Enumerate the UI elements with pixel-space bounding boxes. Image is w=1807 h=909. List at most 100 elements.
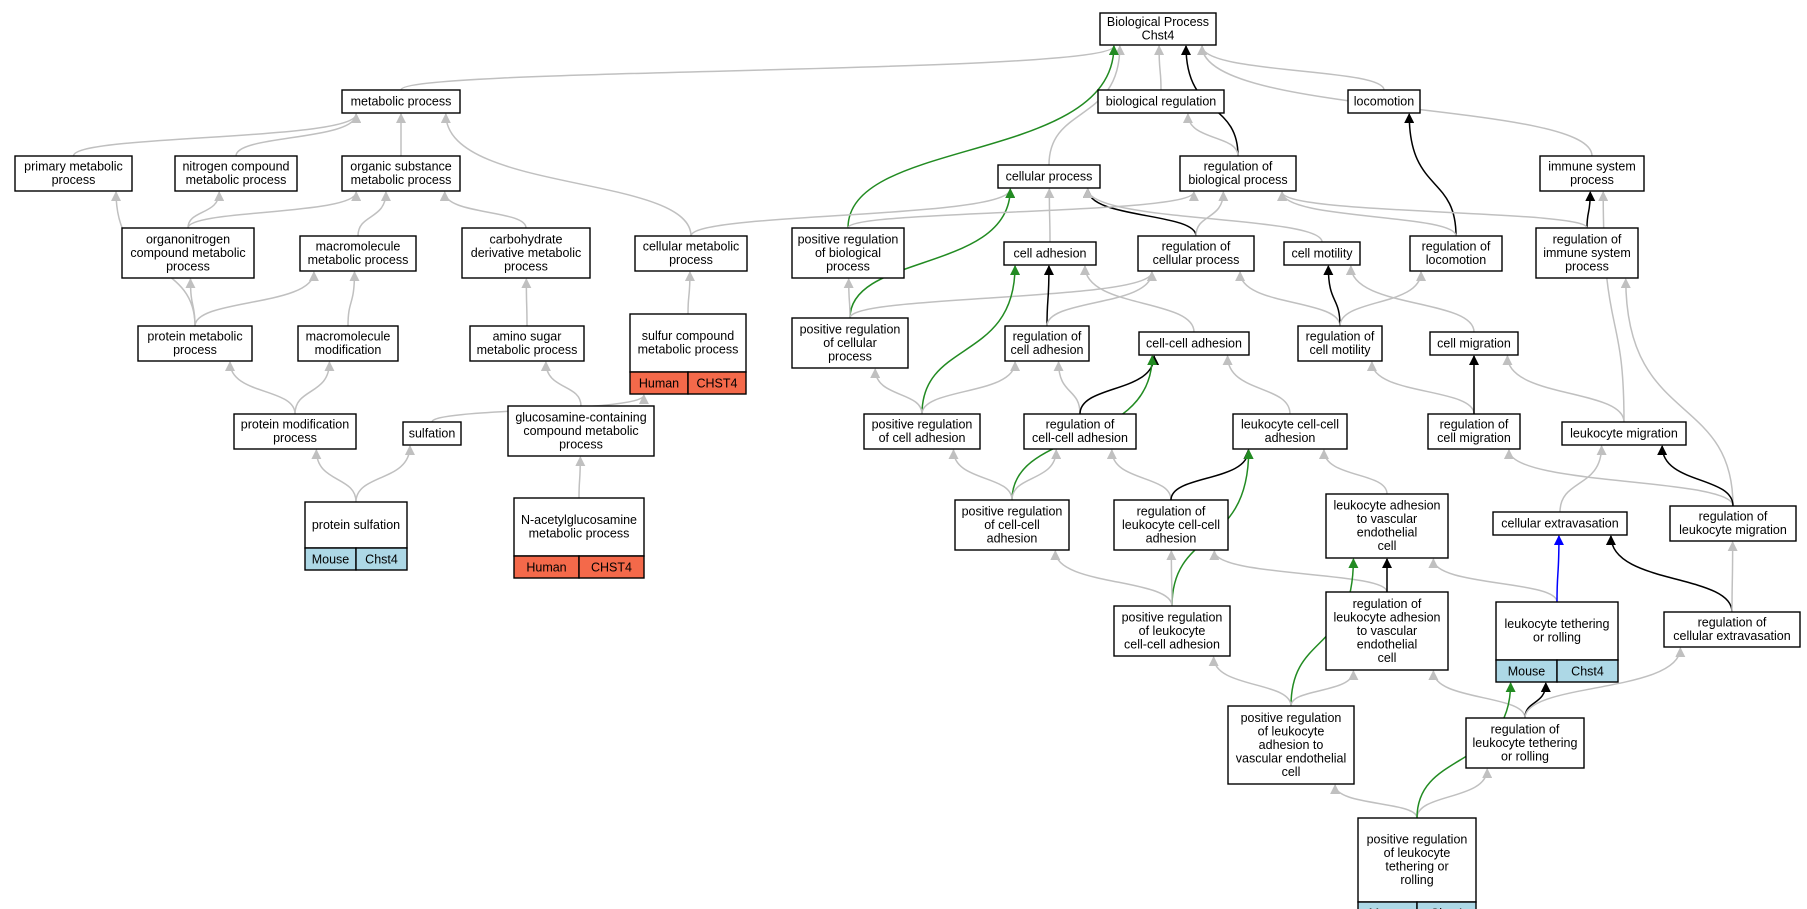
- go-term-node-cellmot[interactable]: cell motility: [1283, 241, 1361, 266]
- annotation-label: Chst4: [1571, 665, 1604, 679]
- node-label-line: metabolic process: [351, 94, 452, 108]
- go-term-node-celladh[interactable]: cell adhesion: [1003, 241, 1097, 266]
- node-box: [174, 155, 298, 192]
- edge-is-a-sulfur-to-cellmeta: [684, 271, 695, 315]
- node-label-line: locomotion: [1426, 253, 1486, 267]
- node-label-line: process: [1565, 259, 1609, 273]
- node-box: [791, 227, 905, 279]
- node-label-line: of leukocyte: [1384, 846, 1451, 860]
- edge-is-a-posregbio-to-regbio: [847, 191, 1199, 229]
- node-label-line: sulfation: [409, 426, 456, 440]
- node-label-line: process: [669, 253, 713, 267]
- go-term-node-leukmig[interactable]: leukocyte migration: [1561, 421, 1687, 446]
- node-box: [299, 235, 417, 272]
- node-label-line: positive regulation: [800, 322, 901, 336]
- annotation-label: Mouse: [1508, 665, 1546, 679]
- edge-is-a-regcellmig-to-regcellmot: [1366, 361, 1475, 415]
- annotation-label: Human: [639, 377, 679, 391]
- node-label-line: metabolic process: [638, 343, 739, 357]
- go-term-node-cellmig[interactable]: cell migration: [1429, 331, 1519, 356]
- node-label-line: cell adhesion: [1014, 246, 1087, 260]
- node-label-line: leukocyte adhesion: [1333, 499, 1440, 513]
- node-label-line: rolling: [1400, 873, 1433, 887]
- go-term-node-ccadh[interactable]: cell-cell adhesion: [1138, 331, 1250, 356]
- node-label-line: regulation of: [1353, 597, 1422, 611]
- node-label-line: cell-cell adhesion: [1146, 336, 1242, 350]
- edge-is-a-metabolic-to-bp: [400, 45, 1119, 91]
- edge-is-a-protmod-to-macromod: [294, 361, 335, 415]
- node-box: [1539, 155, 1645, 192]
- node-box: [137, 325, 253, 362]
- node-box: [1003, 241, 1097, 266]
- go-term-node-cellular[interactable]: cellular process: [997, 164, 1101, 189]
- go-term-node-bioreg[interactable]: biological regulation: [1097, 89, 1225, 114]
- node-box: [1232, 413, 1348, 450]
- edge-is-a-macromod-to-macromol: [347, 271, 360, 327]
- edge-is-a-regcelladh-to-regcell: [1046, 271, 1157, 327]
- edge-positively-regulates-posregcelladh-to-celladh: [921, 265, 1021, 415]
- node-label-line: glucosamine-containing: [515, 410, 646, 424]
- edge-is-a-leukadhvasc-to-leukccadh: [1318, 449, 1388, 495]
- node-label-line: process: [52, 173, 96, 187]
- node-box: [1097, 89, 1225, 114]
- go-term-node-sulfation[interactable]: sulfation: [402, 421, 462, 446]
- edge-is-a-posregccadh-to-posregcelladh: [948, 449, 1013, 501]
- node-label-line: leukocyte tethering: [1473, 736, 1578, 750]
- node-box: [121, 227, 255, 279]
- go-term-node-locomotion[interactable]: locomotion: [1347, 89, 1421, 114]
- node-box: [1179, 155, 1297, 192]
- go-term-node-metabolic[interactable]: metabolic process: [341, 89, 461, 114]
- edge-is-a-cellmeta-to-cellular: [690, 188, 1016, 237]
- go-term-node-cellextra[interactable]: cellular extravasation: [1492, 511, 1628, 536]
- node-label-line: to vascular: [1357, 624, 1417, 638]
- edge-is-a-protmeta-to-organonitro: [185, 278, 196, 327]
- annotation-label: CHST4: [697, 377, 738, 391]
- node-label-line: cell motility: [1291, 246, 1353, 260]
- node-label-line: leukocyte cell-cell: [1122, 518, 1220, 532]
- edge-is-a-primary-to-metabolic: [72, 113, 362, 157]
- edge-is-a-protmod-to-protmeta: [225, 361, 296, 415]
- node-label-line: cellular extravasation: [1673, 629, 1790, 643]
- node-label-line: regulation of: [1699, 510, 1768, 524]
